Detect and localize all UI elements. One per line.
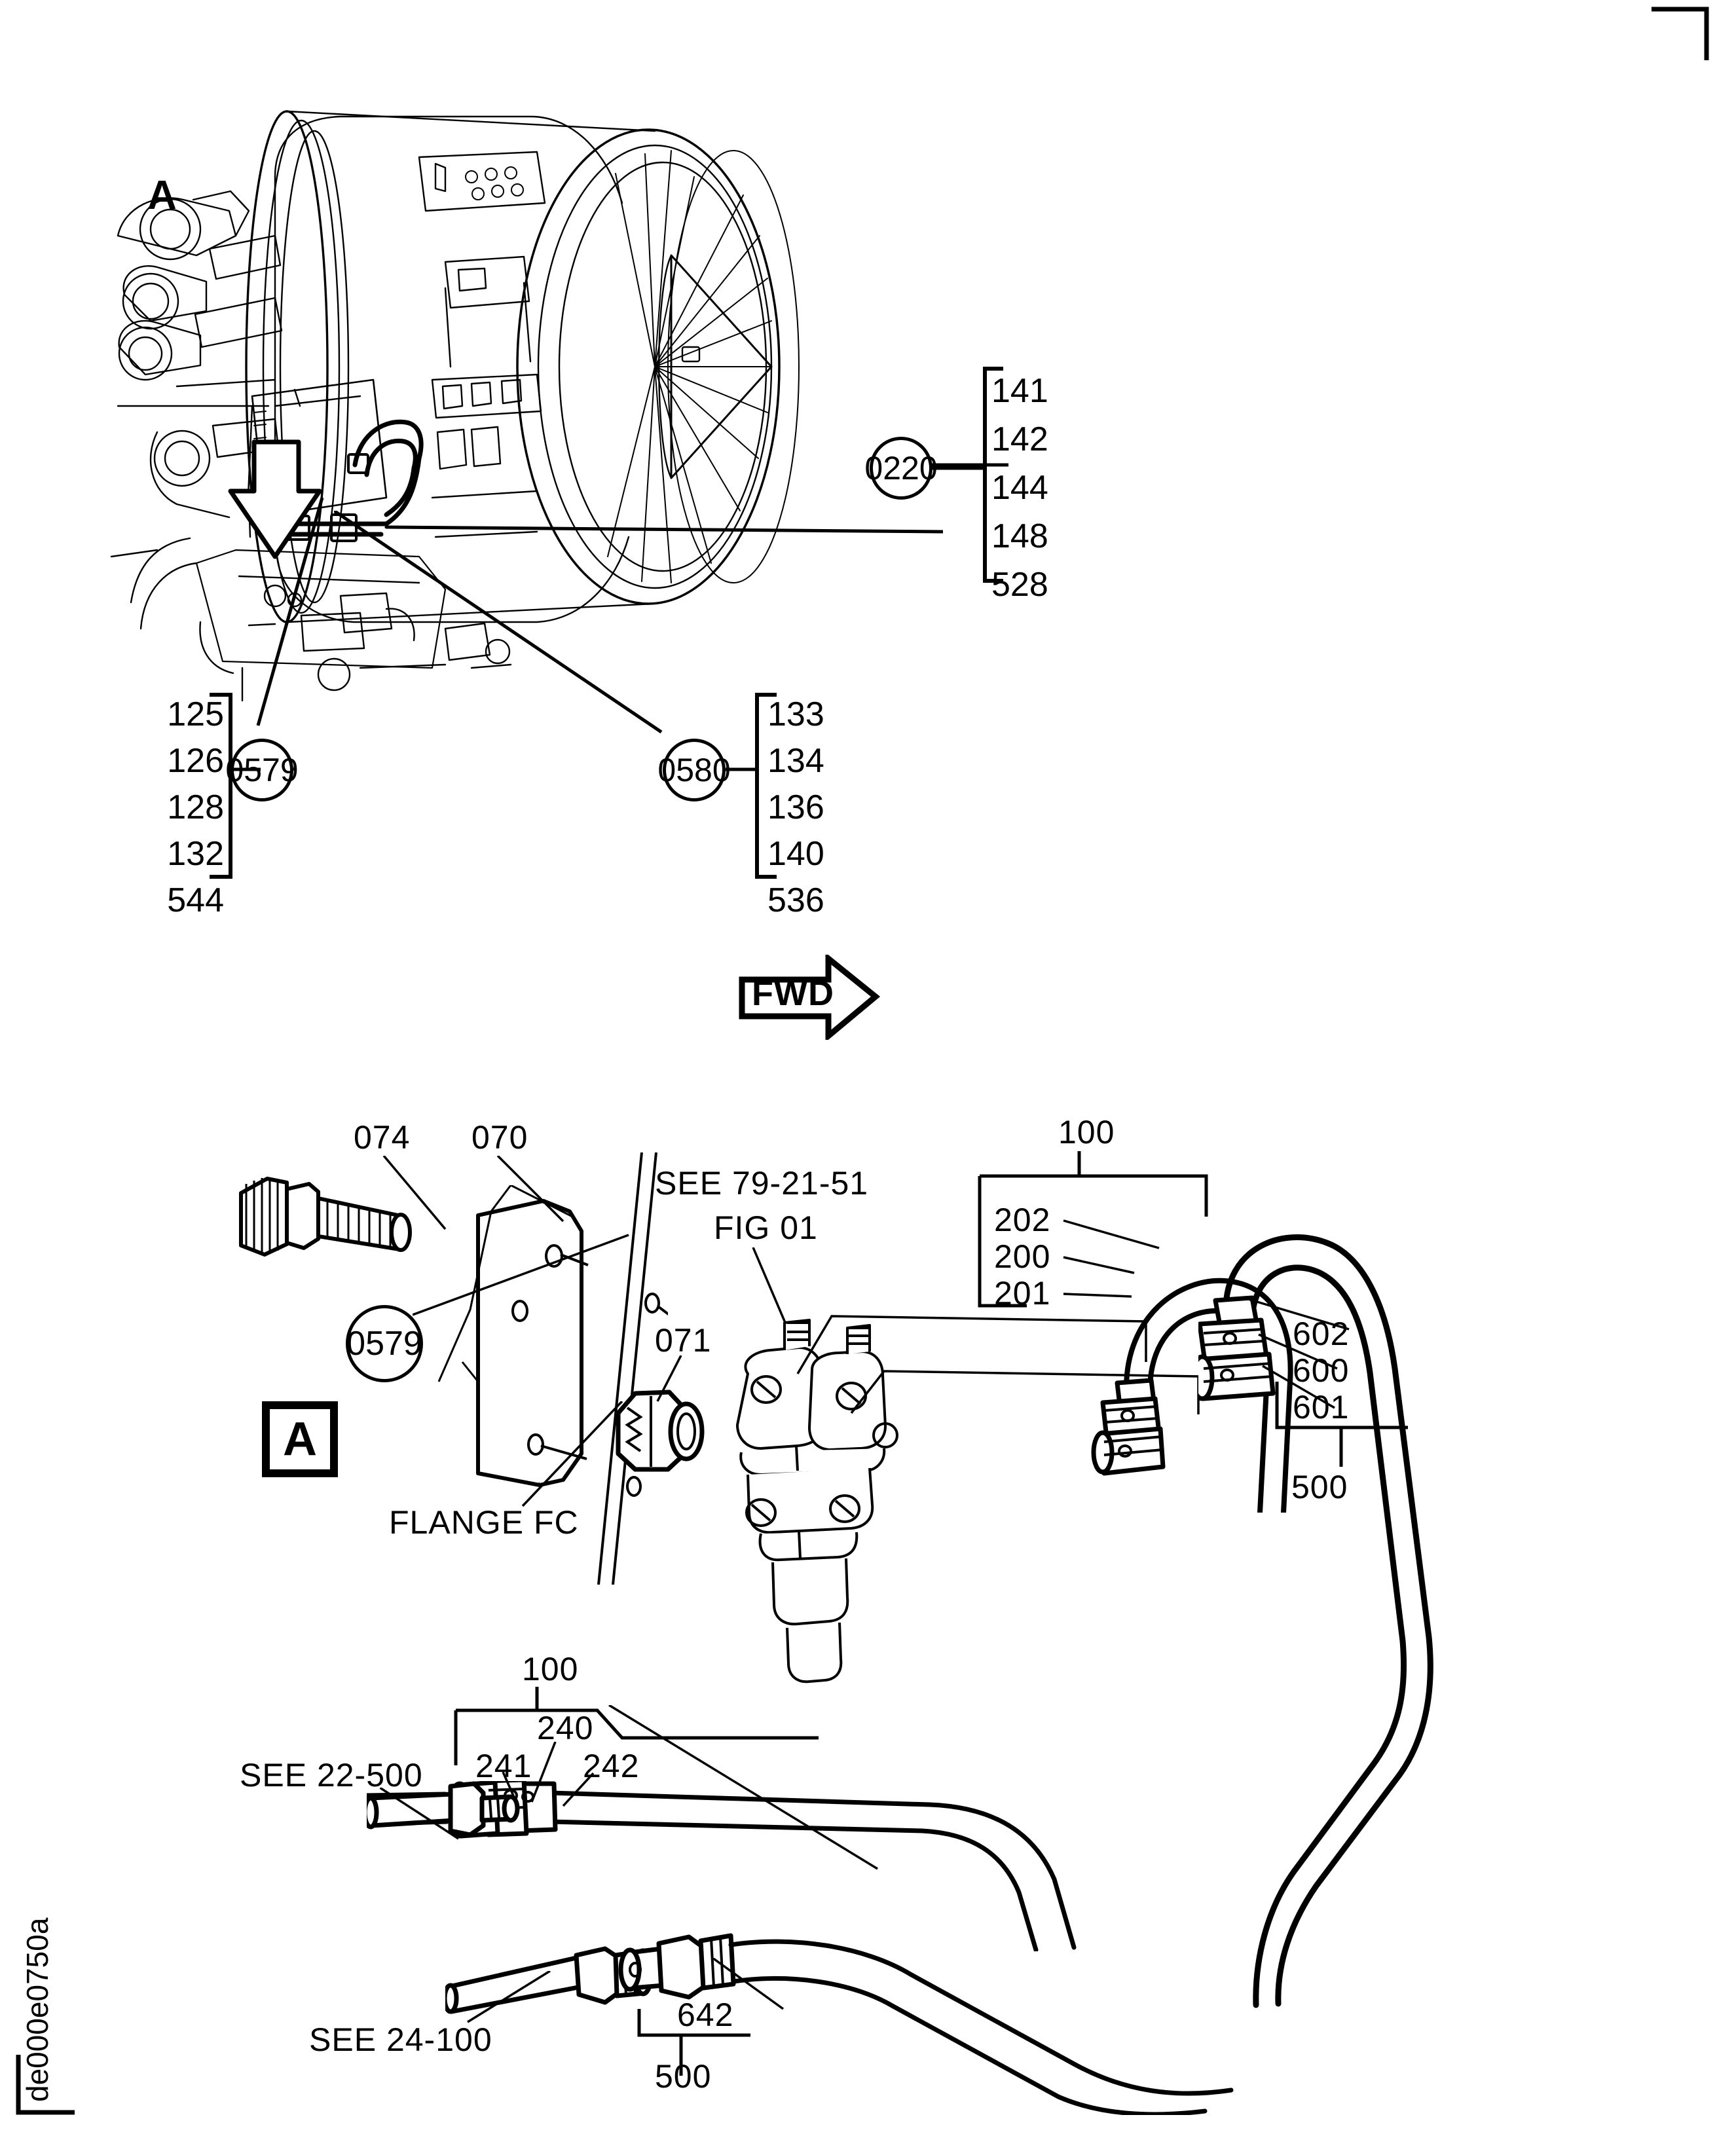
part-number: 128 [167,788,224,826]
label-601: 601 [1293,1389,1350,1426]
group-500-right-bracket [1275,1382,1408,1467]
part-number: 134 [767,742,824,780]
part-number: 144 [991,469,1048,507]
nut-071-drawing [616,1389,705,1472]
callout-circle-0580[interactable]: 0580 [657,739,731,801]
leader-074 [382,1156,447,1230]
leader-242-to-tube [608,1705,878,1870]
label-201: 201 [994,1275,1051,1312]
leader-070 [496,1156,564,1223]
callout-0220-items: 141 142 144 148 528 [991,372,1048,604]
part-number: 136 [767,788,824,826]
part-number: 536 [767,881,824,919]
label-group-500-lower: 500 [655,2058,712,2095]
label-242: 242 [583,1748,640,1784]
part-number: 133 [767,695,824,733]
callout-0579-items: 125 126 128 132 544 [145,695,224,919]
leader-0579-detail [413,1234,629,1316]
callout-0579-leader [256,498,324,726]
leader-see-24-100 [467,1971,551,2023]
leader-see-22-500 [380,1788,459,1840]
engine-illustration [110,110,943,702]
label-see-22-500: SEE 22-500 [240,1757,423,1794]
label-group-100-lower: 100 [522,1651,579,1687]
part-number: 140 [767,835,824,873]
callout-0579-bracket [210,693,261,879]
label-200: 200 [994,1238,1051,1275]
leaders-240-241-242 [502,1742,595,1807]
bolt-074-drawing [239,1177,412,1257]
assembly-guide-lines [437,1185,576,1382]
label-600: 600 [1293,1352,1350,1389]
callout-0580-items: 133 134 136 140 536 [767,695,824,919]
callout-circle-0220[interactable]: 0220 [864,437,938,500]
label-070: 070 [471,1119,528,1156]
part-number: 148 [991,517,1048,555]
part-number: 141 [991,372,1048,410]
hose-500-right-drawing [1198,1234,1433,2008]
group-642-bracket [637,2009,750,2076]
part-number: 544 [167,881,224,919]
label-see-79-21-51: SEE 79-21-51 [655,1165,869,1202]
label-071: 071 [655,1322,712,1359]
detail-box-a: A [262,1401,338,1477]
leaders-602-600-601 [1247,1298,1350,1409]
label-074: 074 [354,1119,411,1156]
group-100-lower-bracket [454,1687,819,1765]
leader-071 [656,1355,682,1402]
figure-id-corner-mark [16,2055,75,2115]
leaders-202-200-201 [1063,1219,1160,1298]
label-flange-fc: FLANGE FC [389,1504,579,1541]
label-group-500-right: 500 [1291,1469,1348,1505]
label-642: 642 [677,1996,734,2033]
fwd-arrow-label: FWD [752,974,834,1013]
valve-body-drawing [736,1319,898,1683]
callout-0580-leader [334,511,663,734]
label-fig-01: FIG 01 [714,1209,818,1246]
callout-0580-bracket [726,693,777,879]
part-number: 125 [167,695,224,733]
callout-circle-0579-detail[interactable]: 0579 [346,1305,423,1382]
label-240: 240 [537,1710,594,1746]
leader-642 [711,1958,785,2010]
leader-flange-fc [521,1401,623,1507]
detail-marker-letter-a: A [147,173,177,218]
crop-mark-top-right [1652,7,1709,60]
part-number: 528 [991,566,1048,604]
figure-id-text: de000e0750a [20,1917,54,2102]
label-see-24-100: SEE 24-100 [309,2021,492,2058]
callout-0220-bracket [933,367,1003,583]
part-number: 142 [991,420,1048,458]
group-100-upper-bracket [978,1151,1208,1308]
label-602: 602 [1293,1315,1350,1352]
part-number: 126 [167,742,224,780]
label-202: 202 [994,1202,1051,1238]
part-number: 132 [167,835,224,873]
fwd-arrow [739,955,881,1040]
hose-100-upper-drawing [1091,1278,1293,1513]
label-group-100-upper: 100 [1058,1114,1115,1150]
tube-642-drawing [618,1933,1234,2115]
label-241: 241 [475,1748,532,1784]
